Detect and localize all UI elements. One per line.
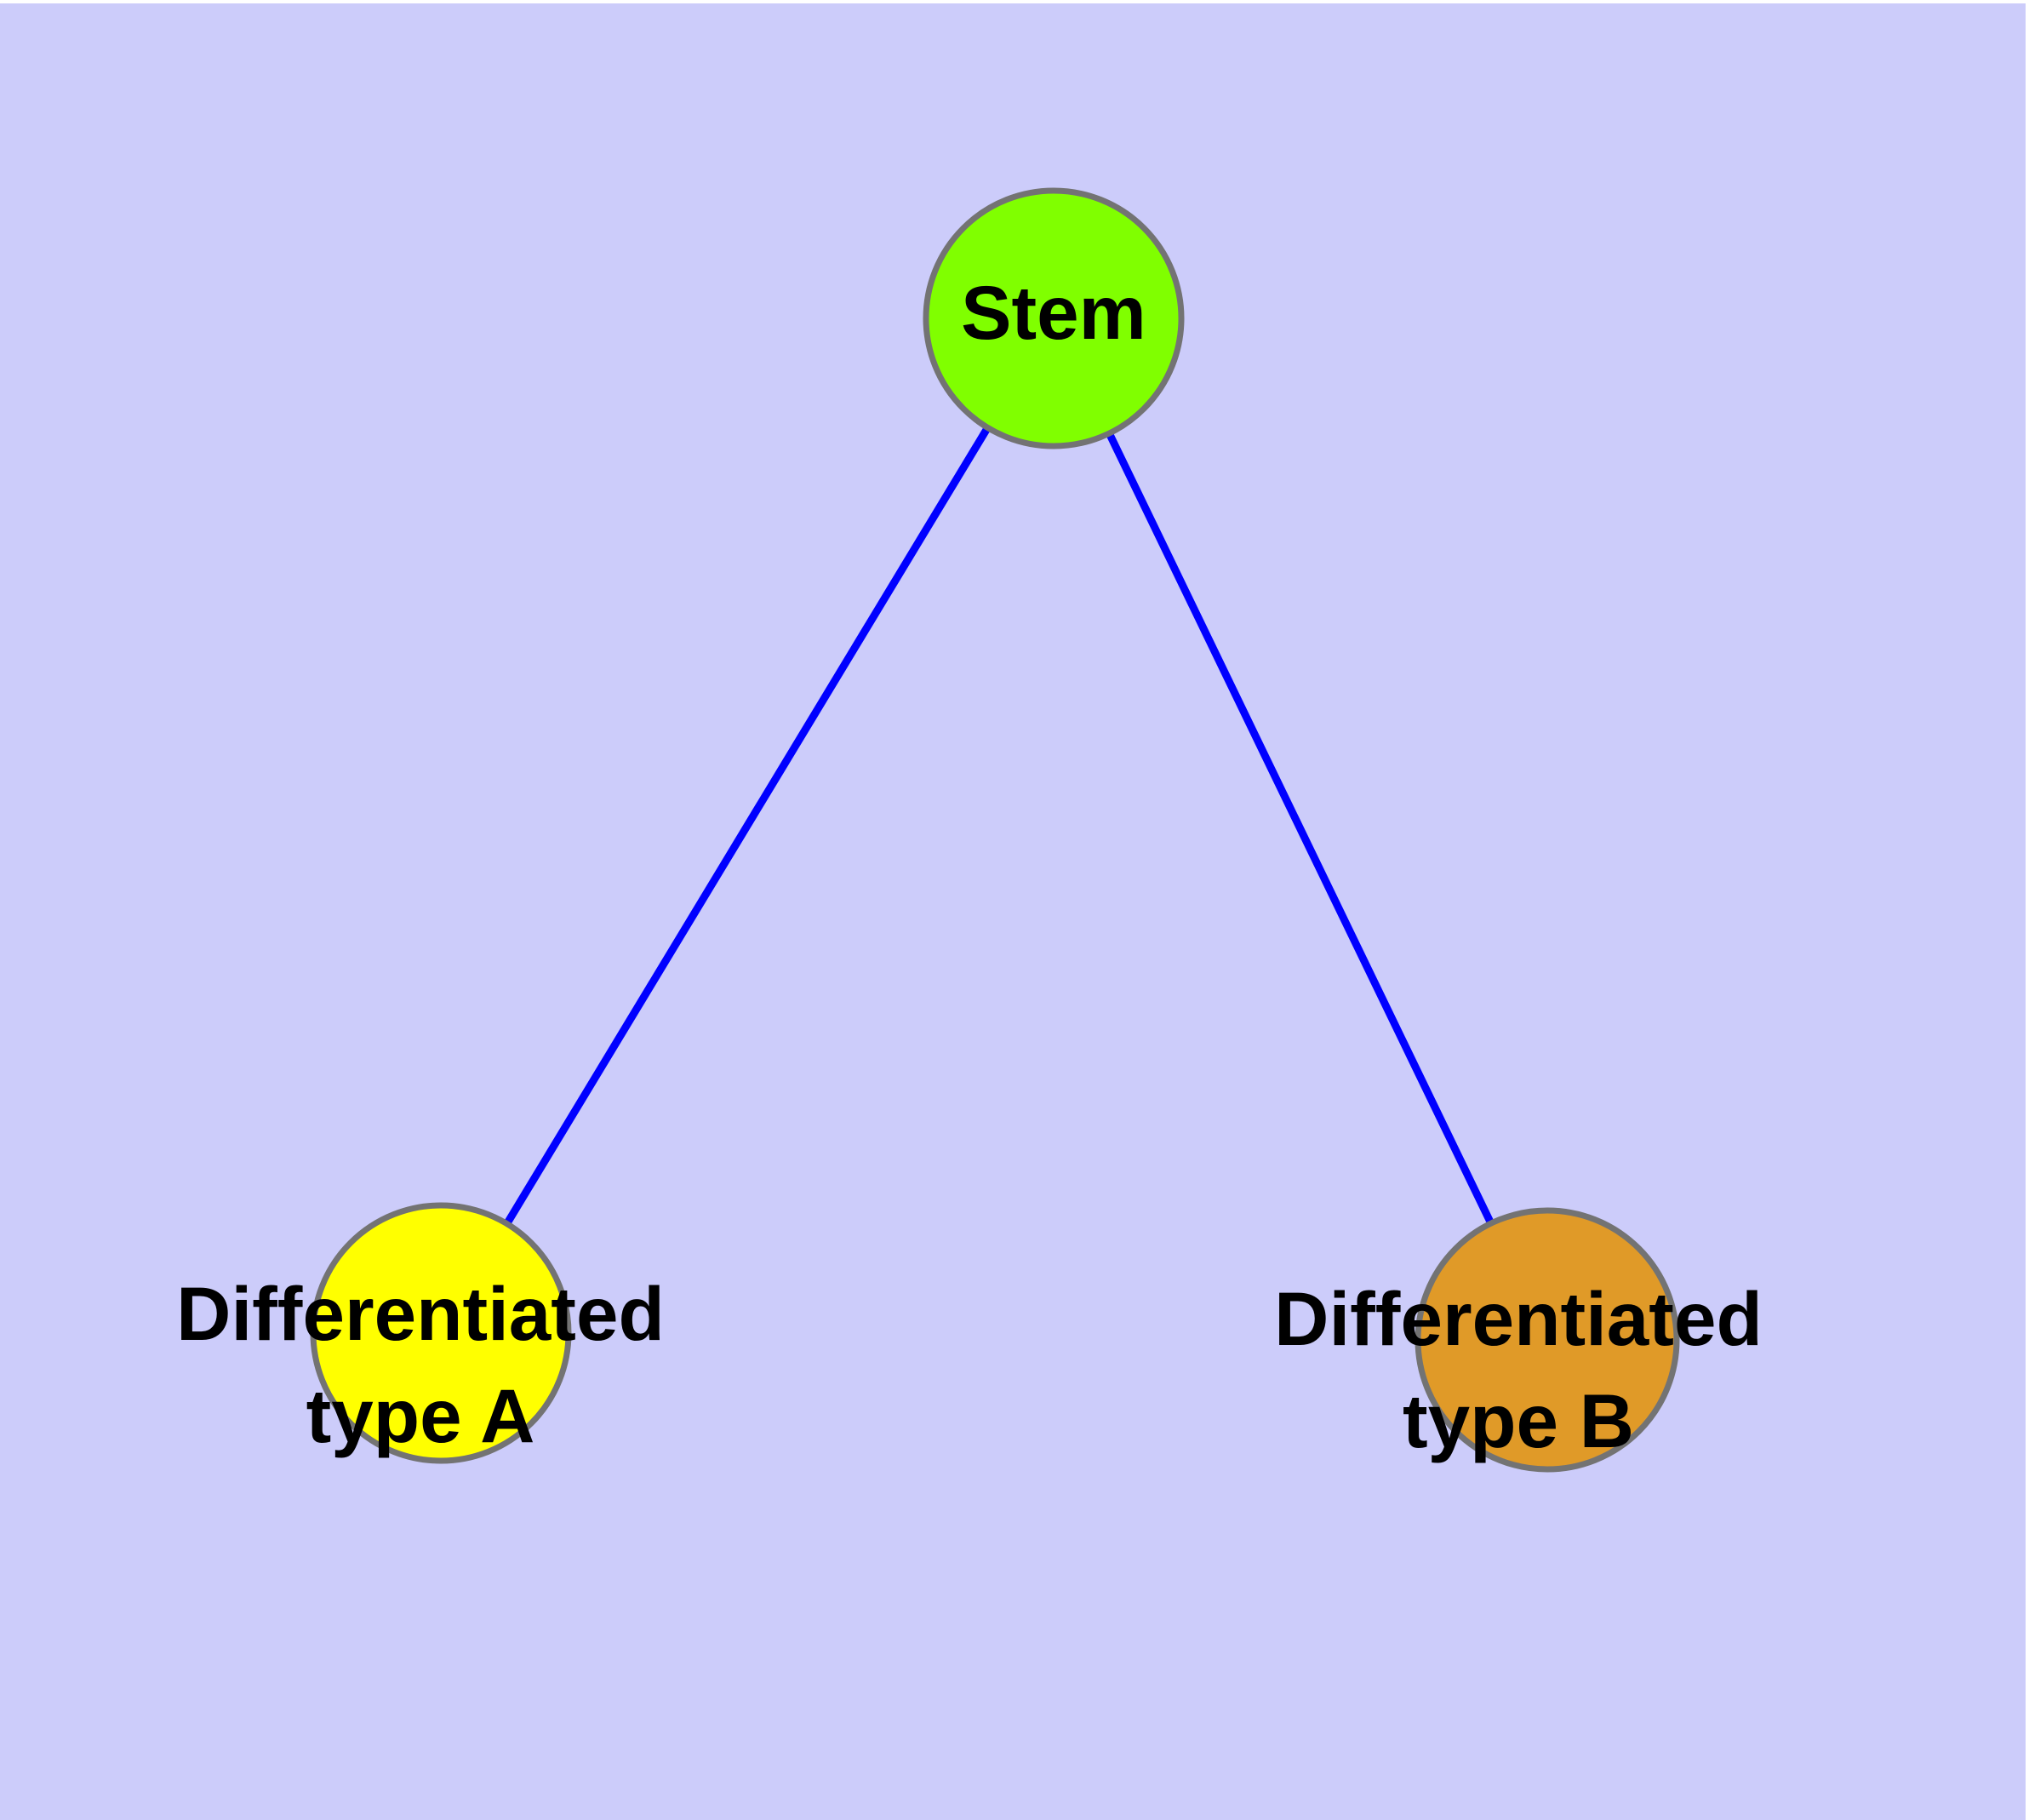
- graph-node-label-diff-a: Differentiated type A: [176, 1271, 665, 1458]
- edge-layer: [504, 426, 1495, 1225]
- node-layer: [310, 187, 1680, 1473]
- label-line: Stem: [961, 270, 1146, 355]
- graph-edge: [504, 426, 991, 1225]
- graph-node-label-stem: Stem: [961, 270, 1146, 355]
- graph-node-label-diff-b: Differentiated type B: [1274, 1276, 1763, 1463]
- label-line: type B: [1403, 1378, 1634, 1463]
- graph-node-diff-b[interactable]: [1415, 1207, 1680, 1473]
- graph-edge: [1106, 432, 1495, 1224]
- graph-node-stem[interactable]: [923, 187, 1185, 449]
- graph-node-diff-a[interactable]: [310, 1202, 572, 1464]
- label-line: Differentiated: [176, 1271, 665, 1356]
- label-line: Differentiated: [1274, 1276, 1763, 1361]
- label-line: type A: [306, 1373, 535, 1458]
